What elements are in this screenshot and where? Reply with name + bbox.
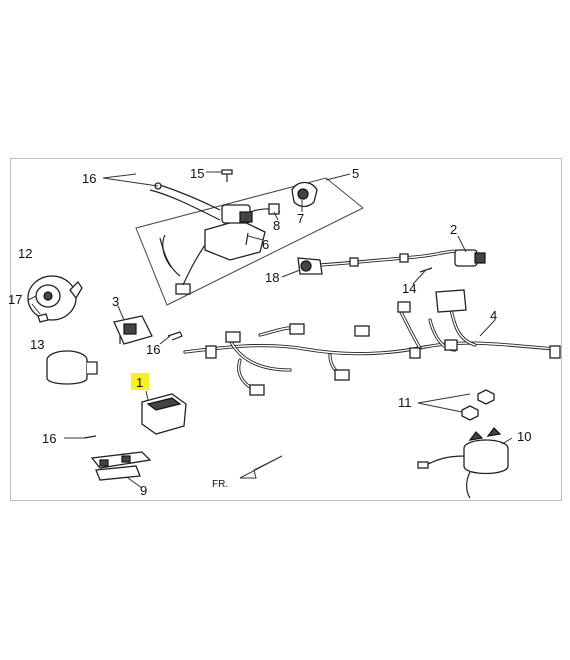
- part-3-relay: [113, 315, 153, 345]
- callout-12: 12: [18, 246, 32, 261]
- switch-assembly: [149, 182, 281, 295]
- part-13-buzzer: [46, 350, 98, 385]
- assembly-outline: [135, 177, 364, 306]
- callout-14: 14: [402, 281, 416, 296]
- callout-1-highlight: [131, 373, 149, 390]
- front-direction-arrow: [239, 455, 283, 479]
- part-15-bolt: [221, 169, 233, 182]
- callout-18: 18: [265, 270, 279, 285]
- part-16-bolt-c: [83, 435, 97, 439]
- callout-3: 3: [112, 294, 119, 309]
- callout-8: 8: [273, 218, 280, 233]
- callout-11: 11: [398, 395, 412, 410]
- part-10-starter-relay: [417, 427, 509, 499]
- part-2-harness: [297, 249, 486, 275]
- part-11-nuts: [461, 389, 495, 421]
- part-4-main-harness: [183, 289, 561, 396]
- callout-7: 7: [297, 211, 304, 226]
- direction-label: FR.: [212, 479, 228, 490]
- callout-1: 1: [136, 375, 143, 390]
- callout-10: 10: [517, 429, 531, 444]
- callout-17: 17: [8, 292, 22, 307]
- part-14-bolt: [419, 267, 433, 273]
- callout-13: 13: [30, 337, 44, 352]
- callout-16-bottom: 16: [42, 431, 56, 446]
- part-7-socket: [291, 181, 318, 208]
- callout-16-mid: 16: [146, 342, 160, 357]
- part-17-bolt: [37, 313, 49, 323]
- callout-9: 9: [140, 483, 147, 498]
- diagram-frame: [10, 158, 562, 501]
- callout-5: 5: [352, 166, 359, 181]
- callout-2: 2: [450, 222, 457, 237]
- callout-4: 4: [490, 308, 497, 323]
- callout-15: 15: [190, 166, 204, 181]
- part-16-bolt-b: [167, 331, 183, 341]
- part-1-module: [141, 393, 187, 435]
- part-12-horn: [27, 275, 83, 321]
- callout-16-top: 16: [82, 171, 96, 186]
- part-9-connector: [90, 451, 152, 481]
- callout-6: 6: [262, 237, 269, 252]
